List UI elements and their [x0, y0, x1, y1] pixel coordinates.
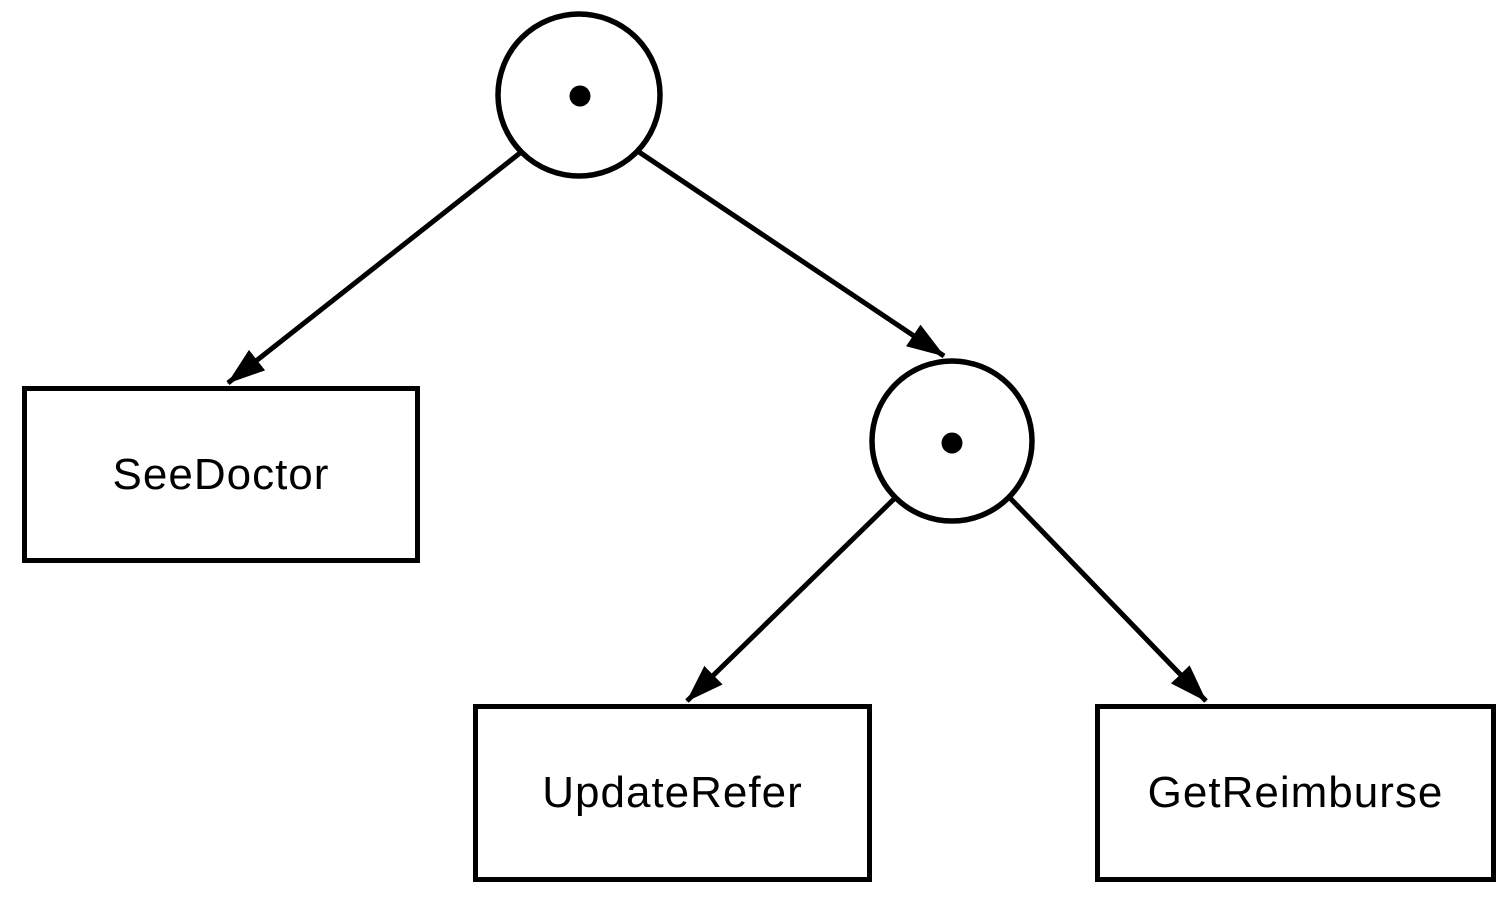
- sequence-dot-icon: [941, 432, 963, 454]
- node-getreimburse: GetReimburse: [1095, 704, 1496, 882]
- node-seedoctor: SeeDoctor: [22, 386, 420, 563]
- edge-root-to-seedoctor: [226, 151, 522, 385]
- node-updaterefer: UpdateRefer: [473, 704, 872, 882]
- edge-child-to-getreimburse: [1008, 496, 1208, 703]
- edge-root-to-child-operator: [637, 149, 946, 359]
- edge-child-to-updaterefer: [685, 496, 897, 703]
- sequence-dot-icon: [569, 85, 591, 107]
- node-getreimburse-label: GetReimburse: [1147, 768, 1444, 817]
- node-seedoctor-label: SeeDoctor: [112, 449, 330, 499]
- node-updaterefer-label: UpdateRefer: [542, 768, 803, 817]
